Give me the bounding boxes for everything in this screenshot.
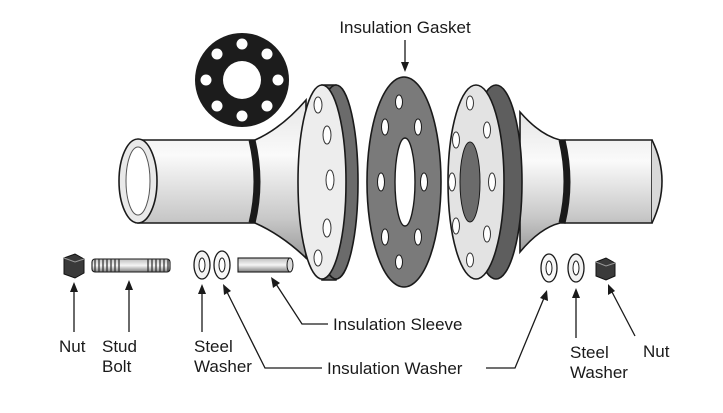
leader-insulation-washer-left (223, 284, 322, 369)
label-stud-bolt-line-2: Bolt (102, 357, 132, 376)
label-steel-washer-left: Steel Washer (194, 337, 252, 376)
gasket-flat-bolt-holes (200, 38, 284, 122)
leader-nut-left (70, 282, 78, 332)
label-steel-washer-right-line-2: Washer (570, 363, 628, 382)
left-insulation-washer (213, 250, 231, 280)
left-flange-bolt-holes (313, 96, 335, 267)
left-pipe-body (137, 97, 307, 260)
label-insulation-washer: Insulation Washer (327, 359, 463, 378)
insulation-gasket-part (366, 76, 442, 288)
leader-lines (70, 40, 636, 369)
label-insulation-gasket: Insulation Gasket (339, 18, 471, 37)
gasket-flat-view (195, 33, 289, 127)
label-steel-washer-right-line: Steel (570, 343, 609, 362)
right-nut (595, 257, 616, 281)
labels: Insulation Gasket Insulation Sleeve Insu… (59, 18, 670, 382)
label-nut-left: Nut (59, 337, 86, 356)
right-pipe-weld-band (558, 139, 571, 224)
left-nut (63, 253, 85, 279)
gasket-flat-bore (223, 61, 261, 99)
gasket-bolt-holes (377, 94, 428, 270)
left-pipe-assembly (118, 84, 359, 281)
left-hardware (63, 250, 294, 280)
right-pipe-assembly (447, 84, 663, 280)
label-steel-washer-left-line-2: Washer (194, 357, 252, 376)
right-insulation-washer (540, 253, 558, 283)
right-flange-bolt-holes (448, 95, 496, 268)
left-steel-washer (193, 250, 211, 280)
right-pipe-rounded-end (651, 139, 663, 224)
label-steel-washer-right: Steel Washer (570, 343, 628, 382)
left-flange-face (297, 84, 347, 280)
stud-bolt (91, 258, 171, 273)
leader-steel-washer-right (572, 288, 580, 338)
left-pipe-weld-band (248, 139, 261, 224)
right-steel-washer (567, 253, 585, 283)
leader-insulation-washer-right (486, 290, 548, 369)
right-hardware (540, 253, 616, 283)
gasket-bore (394, 137, 416, 227)
leader-insulation-gasket (401, 40, 409, 72)
label-steel-washer-left-line: Steel (194, 337, 233, 356)
label-insulation-sleeve: Insulation Sleeve (333, 315, 462, 334)
label-nut-right: Nut (643, 342, 670, 361)
leader-stud-bolt (125, 280, 133, 332)
right-flange-bore (459, 141, 481, 223)
leader-nut-right (608, 284, 636, 337)
leader-insulation-sleeve (271, 277, 328, 325)
label-stud-bolt: Stud Bolt (102, 337, 142, 376)
insulation-sleeve-part (237, 257, 294, 273)
label-stud-bolt-line: Stud (102, 337, 137, 356)
right-pipe-body (519, 109, 653, 255)
leader-steel-washer-left (198, 284, 206, 332)
left-pipe-bore (125, 146, 151, 216)
